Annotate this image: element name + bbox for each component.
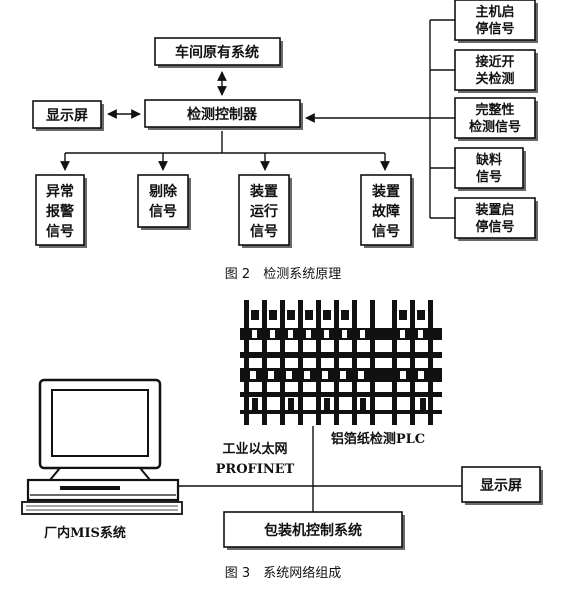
network-label-line-1: 工业以太网	[222, 441, 287, 457]
input-box-3: 完整性 检测信号	[430, 97, 538, 141]
plc-label: 铝箔纸检测PLC	[331, 431, 425, 447]
output-3-line-1: 装置	[249, 183, 278, 200]
figure-2: 车间原有系统 检测控制器 显示屏 主机启 停信号	[32, 0, 538, 282]
input-box-1: 主机启 停信号	[430, 0, 538, 43]
computer-icon	[21, 378, 183, 515]
output-2-line-1: 剔除	[148, 183, 178, 200]
figure-3-caption: 图 3 系统网络组成	[225, 565, 341, 581]
input-3-line-1: 完整性	[475, 102, 514, 118]
output-3-line-2: 运行	[250, 203, 278, 220]
output-4-line-1: 装置	[371, 183, 400, 200]
display-box-fig3: 显示屏	[461, 466, 543, 505]
output-2-line-2: 信号	[149, 203, 177, 220]
input-4-line-1: 缺料	[475, 152, 502, 168]
input-5-line-2: 停信号	[475, 219, 514, 235]
output-box-2: 剔除 信号	[137, 174, 191, 230]
network-label-line-2: PROFINET	[216, 462, 295, 477]
figure-3: 铝箔纸检测PLC 厂内MIS系统 工业以太网 PROFINET 显示屏	[21, 298, 543, 581]
input-5-line-1: 装置启	[474, 202, 514, 218]
plc-rack-icon	[240, 298, 442, 426]
input-box-2: 接近开 关检测	[430, 49, 538, 93]
output-4-line-3: 信号	[372, 223, 400, 240]
workshop-system-box: 车间原有系统	[154, 37, 283, 68]
input-4-line-2: 信号	[476, 169, 502, 185]
output-1-line-2: 报警	[46, 203, 74, 220]
output-3-line-3: 信号	[250, 223, 278, 240]
display-label-fig2: 显示屏	[46, 108, 88, 124]
figure-2-caption: 图 2 检测系统原理	[225, 267, 341, 282]
input-box-5: 装置启 停信号	[430, 197, 538, 241]
output-1-line-3: 信号	[46, 223, 74, 240]
output-box-1: 异常 报警 信号	[35, 174, 87, 248]
input-box-4: 缺料 信号	[430, 147, 526, 191]
output-box-4: 装置 故障 信号	[360, 174, 414, 248]
input-3-line-2: 检测信号	[469, 119, 521, 135]
packaging-control-box: 包装机控制系统	[223, 511, 405, 550]
controller-box: 检测控制器	[144, 99, 303, 130]
controller-label: 检测控制器	[187, 106, 258, 123]
output-box-3: 装置 运行 信号	[238, 174, 292, 248]
workshop-system-label: 车间原有系统	[175, 44, 259, 61]
input-1-line-2: 停信号	[475, 21, 514, 37]
output-4-line-2: 故障	[372, 203, 400, 220]
display-label-fig3: 显示屏	[480, 478, 522, 494]
mis-label: 厂内MIS系统	[44, 525, 126, 541]
input-2-line-1: 接近开	[475, 54, 514, 70]
packaging-control-label: 包装机控制系统	[264, 522, 362, 539]
input-1-line-1: 主机启	[475, 4, 514, 20]
input-2-line-2: 关检测	[475, 71, 514, 87]
display-box-fig2: 显示屏	[32, 100, 104, 131]
output-1-line-1: 异常	[46, 183, 74, 200]
